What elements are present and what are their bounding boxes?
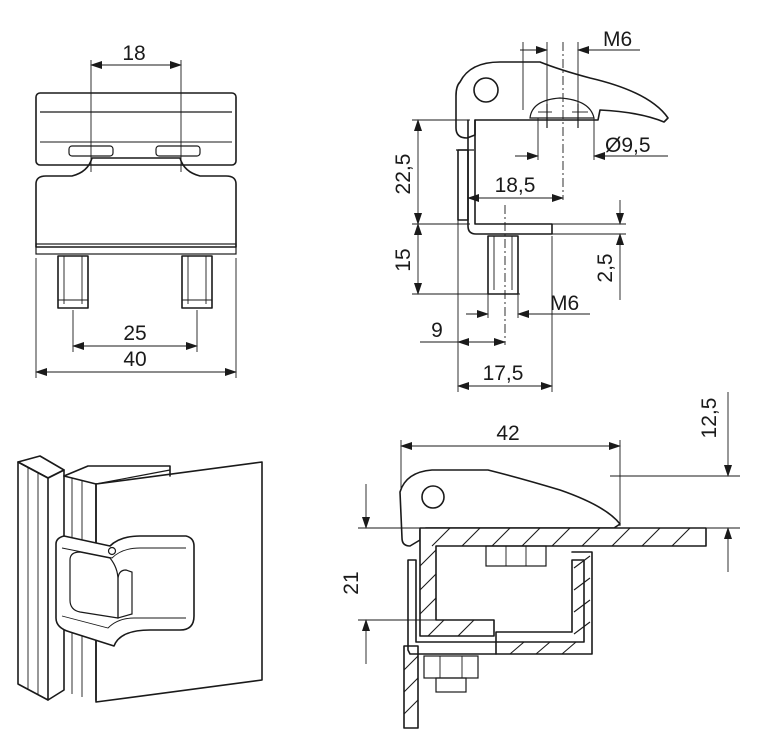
dim-15-label: 15	[392, 248, 415, 271]
dim-25-label: 25	[123, 322, 146, 345]
dim-40-label: 40	[123, 348, 146, 371]
dim-21-label: 21	[340, 571, 363, 594]
dim-m6-top-label: M6	[603, 28, 632, 51]
dim-18-5-label: 18,5	[495, 174, 536, 197]
dim-12-5-label: 12,5	[698, 398, 721, 439]
dim-2-5-label: 2,5	[594, 253, 617, 282]
dim-18-label: 18	[122, 42, 145, 65]
front-view: 18 25 40	[35, 42, 237, 378]
dim-m6-bottom-label: M6	[550, 292, 579, 315]
dim-17-5-label: 17,5	[483, 362, 524, 385]
dim-42-label: 42	[496, 422, 519, 445]
side-view: M6 Ø9,5 22,5 18,5 15 2,5 M6 9	[392, 28, 669, 392]
isometric-view	[17, 455, 263, 703]
dim-9-label: 9	[431, 319, 443, 342]
dim-diameter-label: Ø9,5	[605, 134, 651, 157]
dim-22-5-label: 22,5	[392, 154, 415, 195]
install-section: 42 12,5 21	[340, 392, 740, 729]
